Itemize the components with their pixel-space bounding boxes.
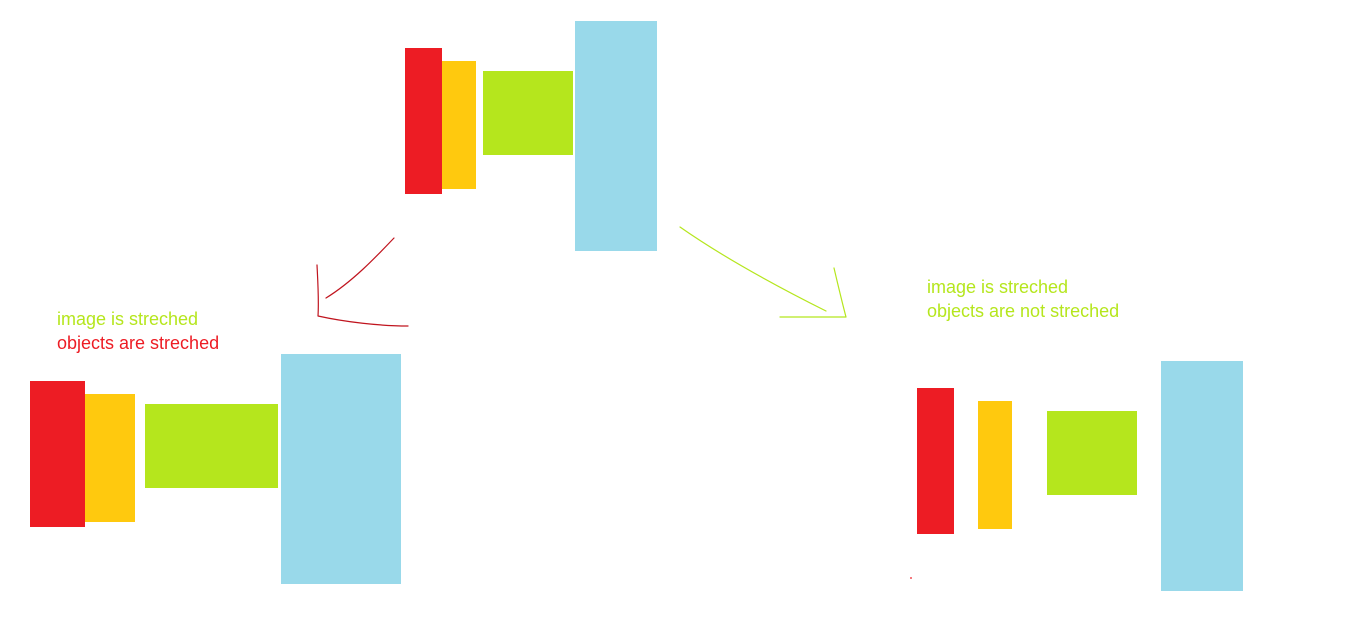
unstretched-blue-block (1161, 361, 1243, 591)
right-caption-line2: objects are not streched (927, 301, 1120, 321)
original-blue-block (575, 21, 657, 251)
original-green-block (483, 71, 573, 155)
stretched-green-block (145, 404, 278, 488)
stretched-red-block (30, 381, 85, 527)
stretched-orange-block (85, 394, 135, 522)
stretched-blue-block (281, 354, 401, 584)
right-arrow (679, 226, 847, 318)
stray-dot (910, 577, 912, 579)
original-red-block (405, 48, 442, 194)
unstretched-green-block (1047, 411, 1137, 495)
left-caption-line1: image is streched (57, 309, 199, 329)
unstretched-red-block (917, 388, 954, 534)
unstretched-orange-block (978, 401, 1012, 529)
right-caption-line1: image is streched (927, 277, 1069, 297)
left-arrow (316, 237, 409, 327)
original-orange-block (442, 61, 476, 189)
left-caption-line2: objects are streched (57, 333, 220, 353)
